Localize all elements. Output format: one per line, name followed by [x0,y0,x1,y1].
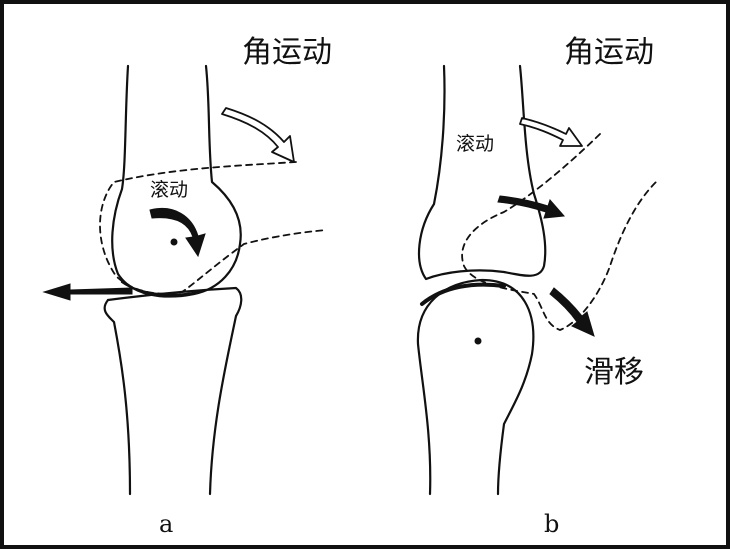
panel-b: 角运动 滚动 滑移 b [416,35,657,538]
panel-b-rolling-arrow [497,195,566,219]
panel-a-sub-label: a [159,510,173,538]
panel-b-center-dot [474,337,482,345]
panel-b-tibia [416,278,535,496]
panel-b-angular-arrow [519,117,583,147]
panel-a-rolling-label: 滚动 [150,179,188,201]
panel-b-tibia-cartilage [420,282,506,306]
panel-b-sliding-arrow [549,287,595,337]
panel-b-angular-label: 角运动 [564,35,654,70]
panel-a-sliding-arrow [42,283,133,301]
panel-a-tibia-plateau [106,286,243,496]
panel-a-angular-arrow [221,107,295,163]
panel-b-sliding-label: 滑移 [584,355,644,390]
panel-a-rolling-arrow [149,208,206,258]
panel-a: 角运动 滚动 a [42,35,332,538]
knee-joint-diagram: 角运动 滚动 a 角运动 滚动 滑移 b [42,35,657,538]
panel-a-dashed-femur [99,161,327,295]
panel-a-tibia [103,298,132,496]
panel-a-center-dot [170,238,178,246]
panel-b-rolling-label: 滚动 [456,133,494,155]
panel-a-femur [111,64,242,298]
panel-a-angular-label: 角运动 [242,35,332,70]
panel-b-dashed-femur [461,133,657,331]
panel-b-femur [417,64,547,281]
panel-b-sub-label: b [544,510,559,538]
